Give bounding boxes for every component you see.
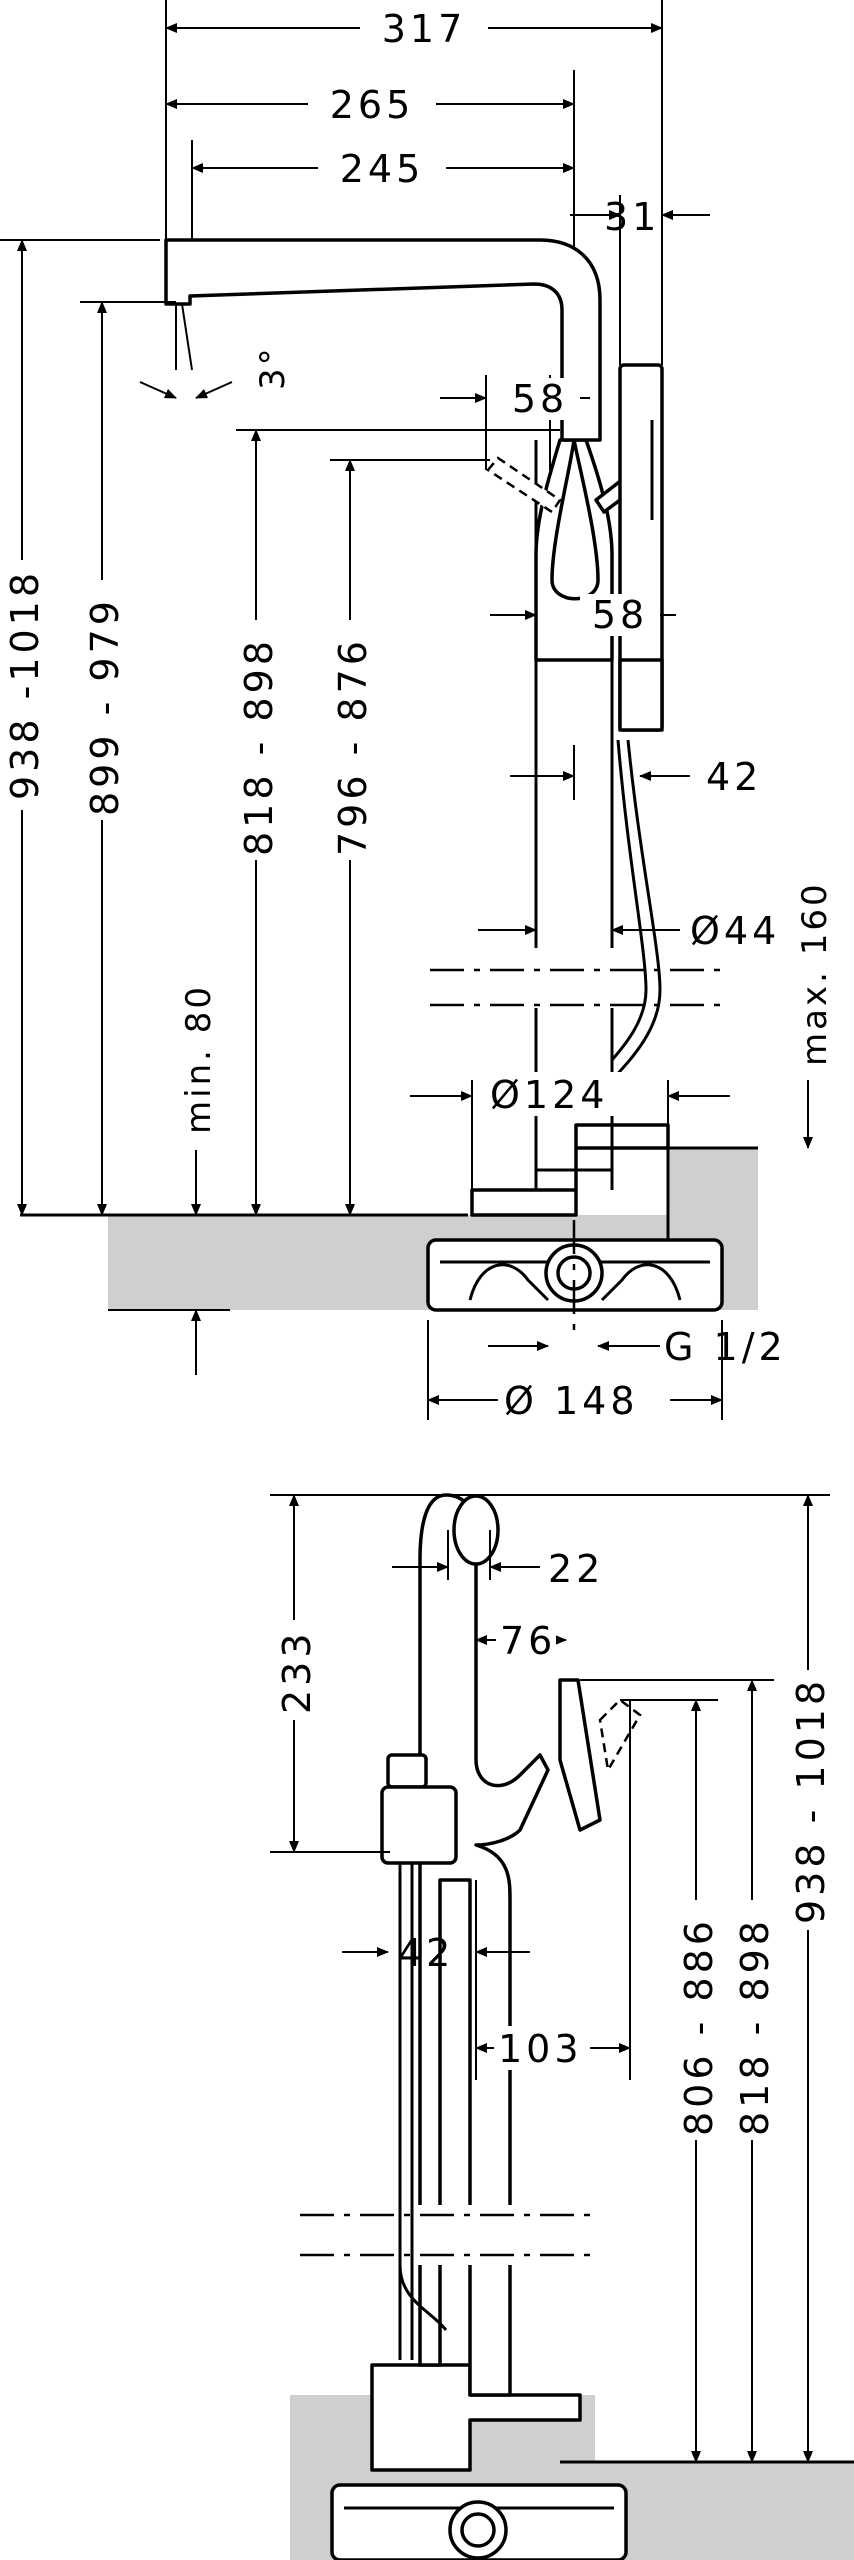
dim-top-height: 233 — [275, 1629, 319, 1714]
side-lever — [558, 1678, 602, 1832]
dim-height-lever: 818 - 898 — [237, 637, 281, 856]
dim-lever-width-bottom: 58 — [592, 593, 648, 637]
dim-spout-reach: 245 — [340, 147, 425, 191]
dim-lever-offset: 103 — [498, 2027, 583, 2071]
dim-lever-width-top: 58 — [512, 377, 568, 421]
side-shower-holder — [380, 1785, 458, 1865]
dim-connection-thread: G 1/2 — [664, 1325, 787, 1369]
dim-hand-shower-offset: 31 — [604, 195, 660, 239]
side-view: 233 22 76 42 103 806 - 886 818 - 898 — [270, 1493, 854, 2560]
dim-flange-diameter: Ø 148 — [504, 1379, 639, 1423]
dim-height-total: 938 -1018 — [3, 569, 47, 800]
dim-base-diameter: Ø124 — [490, 1073, 608, 1117]
dim-height-spout: 899 - 979 — [83, 597, 127, 816]
dim-min-depth: min. 80 — [179, 984, 219, 1134]
dim-overall-width: 317 — [382, 7, 467, 51]
spout — [164, 238, 602, 442]
dim-lever-reach: 76 — [500, 1619, 556, 1663]
front-view: 317 265 245 31 3° 58 58 — [0, 0, 835, 1423]
dim-height-hand-shower: 796 - 876 — [331, 637, 375, 856]
shower-hose — [610, 739, 662, 1082]
dim-shower-holder: 42 — [706, 755, 762, 799]
dim-pipe-diameter: Ø44 — [690, 909, 780, 953]
dim-angle: 3° — [253, 345, 293, 390]
side-shower-head — [386, 1753, 428, 1789]
dim-holder-width: 42 — [398, 1931, 454, 1975]
dim-spout-diameter: 22 — [548, 1547, 604, 1591]
lever-left — [486, 456, 562, 514]
side-lever-dashed — [598, 1698, 642, 1774]
side-column — [418, 1493, 550, 2397]
dim-height-lever-side: 818 - 898 — [733, 1917, 777, 2136]
dim-spout-width: 265 — [330, 83, 415, 127]
dim-height-lower: 806 - 886 — [677, 1917, 721, 2136]
dim-max-depth: max. 160 — [795, 881, 835, 1066]
dim-height-total-side: 938 - 1018 — [789, 1677, 833, 1924]
